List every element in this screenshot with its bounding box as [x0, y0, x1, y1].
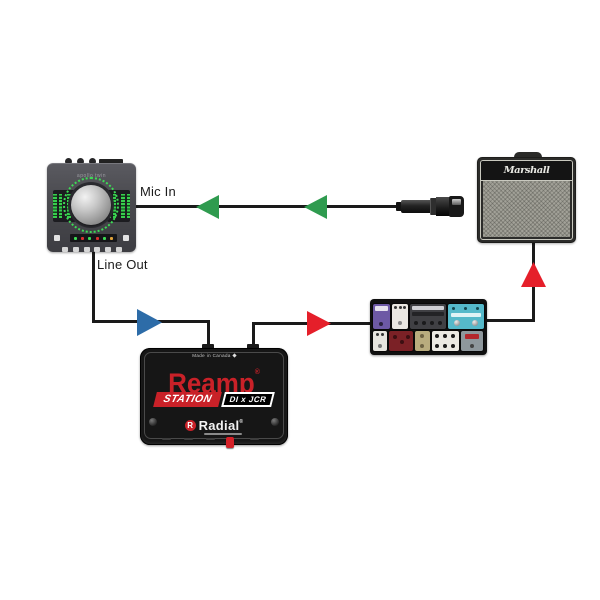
screw-icon	[149, 418, 157, 426]
made-in-text: Made in Canada	[140, 353, 288, 358]
red-arrow-up-icon	[521, 262, 546, 287]
mic-body-ring	[430, 198, 438, 215]
interface-button	[54, 235, 60, 241]
station-text: STATION	[152, 392, 222, 407]
radial-logo-icon: R	[184, 420, 196, 431]
model-text: DI x JCR	[220, 392, 276, 407]
cable-out-of-reamp	[252, 322, 255, 350]
blue-arrow-right-icon	[137, 309, 162, 336]
audio-interface: apollo twin	[47, 155, 136, 252]
mic-in-label: Mic In	[140, 184, 176, 199]
interface-button	[123, 235, 129, 241]
mic-capsule-highlight	[452, 199, 461, 205]
cable-into-reamp	[207, 320, 210, 350]
pedal	[373, 331, 387, 351]
green-arrow-left-icon	[304, 195, 327, 219]
radial-brand: R Radial®	[140, 418, 288, 433]
red-arrow-right-icon	[307, 311, 331, 336]
pedal	[373, 304, 390, 329]
guitar-amplifier: Marshall	[477, 152, 576, 243]
interface-brand-text: apollo twin	[76, 173, 107, 179]
vent-slot	[162, 438, 171, 440]
amp-front-frame: Marshall	[480, 160, 573, 240]
vent-slot	[184, 438, 193, 440]
status-led-strip	[70, 234, 117, 242]
audio-interface-body: apollo twin	[47, 163, 136, 252]
red-switch	[226, 437, 234, 448]
mic-in-cable	[136, 205, 398, 208]
microphone	[396, 194, 464, 219]
multi-effects-pedal	[410, 304, 446, 329]
mic-cable-connector	[396, 202, 403, 211]
amp-speaker-grille	[483, 181, 570, 237]
interface-rear-knob	[89, 158, 96, 165]
radial-brand-name: Radial®	[198, 418, 244, 433]
cable-from-pedalboard	[484, 319, 535, 322]
knob-led-ring	[63, 177, 119, 233]
dual-pedal	[448, 304, 484, 329]
radial-tagline	[204, 433, 242, 435]
reamp-station: Made in Canada Reamp® STATION DI x JCR R…	[138, 348, 290, 448]
reamp-series-band: STATION DI x JCR	[138, 392, 290, 407]
amp-brand-logo: Marshall	[503, 165, 550, 176]
pedalboard	[370, 299, 487, 355]
pedal	[392, 304, 408, 329]
reamp-input-jack	[202, 344, 214, 349]
pedal	[389, 331, 413, 351]
pedal	[461, 331, 483, 351]
amp-cabinet: Marshall	[477, 157, 576, 243]
mic-body-rear	[401, 200, 432, 213]
interface-button-row	[62, 247, 122, 252]
screw-icon	[271, 418, 279, 426]
pedal	[415, 331, 430, 351]
interface-rear-connector	[99, 159, 123, 165]
vent-slot	[206, 438, 215, 440]
interface-rear-knob	[77, 158, 84, 165]
reamp-output-jack	[247, 344, 259, 349]
maple-leaf-icon	[232, 353, 237, 358]
mic-body-front	[436, 197, 451, 216]
line-out-label: Line Out	[97, 257, 148, 272]
pedal	[432, 331, 459, 351]
green-arrow-left-icon	[196, 195, 219, 219]
interface-rear-knob	[65, 158, 72, 165]
line-out-cable-vertical	[92, 251, 95, 323]
volume-knob	[71, 185, 111, 225]
vent-slot	[250, 438, 259, 440]
amp-control-panel: Marshall	[481, 161, 572, 181]
